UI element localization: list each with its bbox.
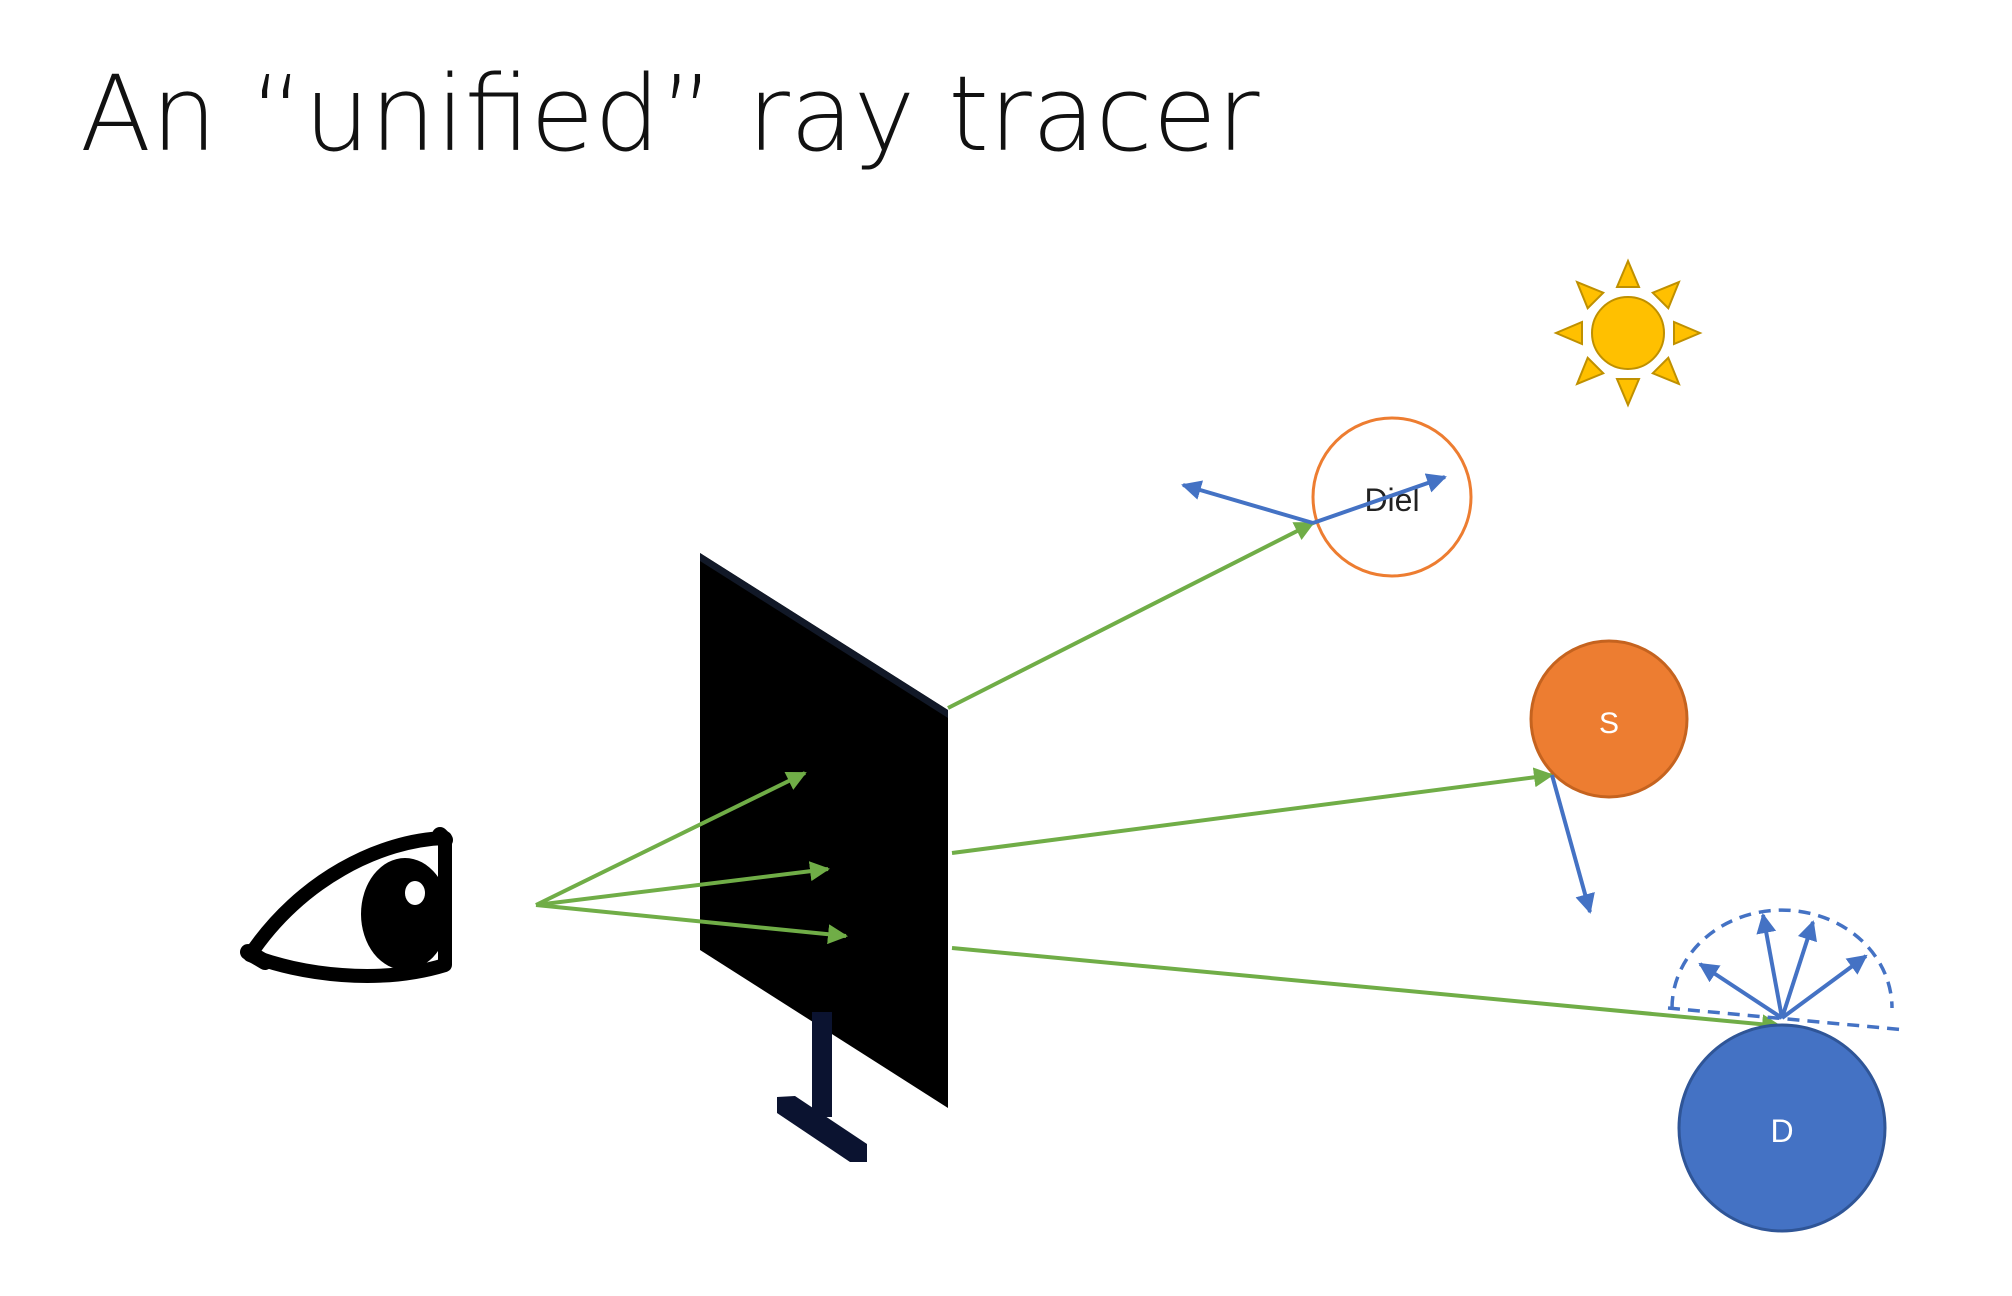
dielectric-sphere: Diel: [1181, 416, 1473, 578]
primary-rays-to-screen: [535, 771, 848, 945]
ray-eye-screen-2: [535, 861, 830, 907]
reflected-ray-specular: [1550, 774, 1595, 914]
ray-to-diffuse: [951, 946, 1782, 1035]
diffuse-label: D: [1770, 1113, 1793, 1149]
specular-sphere: S: [1529, 639, 1689, 914]
hemisphere-outline: [1670, 908, 1894, 1009]
sun-icon: [1553, 258, 1703, 408]
monitor-screen: [700, 553, 948, 1162]
diffuse-scatter-rays: [1698, 913, 1868, 1020]
ray-eye-screen-1: [535, 771, 807, 907]
ray-to-specular: [951, 767, 1554, 855]
ray-to-dielectric: [947, 521, 1315, 710]
specular-label: S: [1599, 707, 1619, 740]
primary-rays-to-objects: [947, 521, 1782, 1035]
diffuse-sphere: D: [1667, 908, 1907, 1233]
eye-icon: [240, 827, 453, 983]
reflected-ray-dielectric: [1181, 480, 1314, 525]
refracted-ray-dielectric: [1312, 473, 1447, 525]
slide-title: An “unified” ray tracer: [80, 53, 1260, 175]
ray-eye-screen-3: [535, 903, 848, 945]
